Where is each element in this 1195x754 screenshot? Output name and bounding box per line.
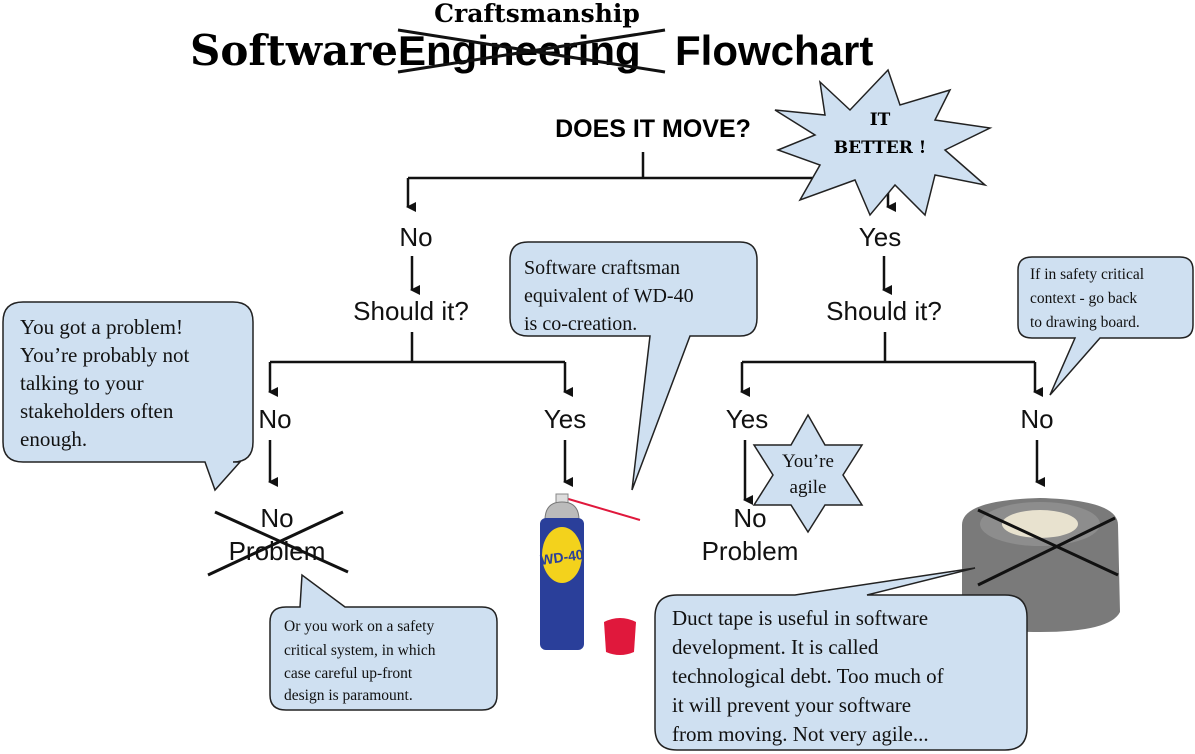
bubble-line: to drawing board. bbox=[1030, 314, 1140, 331]
right-answer-yes: Yes bbox=[859, 222, 901, 252]
bubble-line: development. It is called bbox=[672, 635, 879, 659]
svg-text:Software craftsman equiv: Software craftsman equivalent of WD-40 i… bbox=[524, 257, 699, 335]
starburst-line1: IT bbox=[870, 110, 891, 130]
wd40-can-image: WD-40 bbox=[539, 493, 641, 655]
left-no: No bbox=[258, 404, 291, 434]
bubble-line: is co-creation. bbox=[524, 313, 637, 335]
agile-line2: agile bbox=[790, 477, 827, 498]
strike-line bbox=[397, 28, 666, 74]
left-yes: Yes bbox=[544, 404, 586, 434]
bubble-line: talking to your bbox=[20, 371, 144, 395]
right-question: Should it? bbox=[826, 296, 942, 326]
svg-text:You got a problem! You’r: You got a problem! You’re probably not t… bbox=[20, 315, 195, 451]
bubble-line: stakeholders often bbox=[20, 399, 174, 423]
connector bbox=[270, 332, 565, 364]
right-no: No bbox=[1020, 404, 1053, 434]
bubble-line: technological debt. Too much of bbox=[672, 664, 944, 688]
title-flowchart: Flowchart bbox=[675, 27, 873, 74]
bubble-line: critical system, in which bbox=[284, 642, 436, 659]
right-result-line1: No bbox=[733, 503, 766, 533]
left-question: Should it? bbox=[353, 296, 469, 326]
bubble-line: If in safety critical bbox=[1030, 266, 1144, 283]
title-software: Software bbox=[190, 26, 398, 75]
bubble-line: Duct tape is useful in software bbox=[672, 606, 928, 630]
bubble-line: from moving. Not very agile... bbox=[672, 722, 929, 746]
agile-line1: You’re bbox=[782, 451, 834, 472]
wd40-label: WD-40 bbox=[539, 546, 585, 568]
bubble-line: You’re probably not bbox=[20, 343, 190, 367]
problem-speech-bubble: You got a problem! You’re probably not t… bbox=[2, 301, 254, 492]
connector bbox=[742, 332, 1035, 364]
bubble-line: enough. bbox=[20, 427, 87, 451]
it-better-starburst: IT BETTER ! bbox=[774, 68, 993, 217]
svg-text:Duct tape is useful in softwar: Duct tape is useful in software developm… bbox=[672, 606, 949, 746]
bubble-line: Software craftsman bbox=[524, 257, 680, 279]
root-question: DOES IT MOVE? bbox=[555, 115, 751, 143]
starburst-line2: BETTER ! bbox=[834, 138, 927, 158]
title-craftsmanship: Craftsmanship bbox=[434, 0, 640, 28]
title: Software Engineering Craftsmanship Flowc… bbox=[190, 0, 873, 75]
svg-text:Or you work on a safety: Or you work on a safety critical system,… bbox=[284, 618, 439, 704]
agile-star: You’re agile bbox=[752, 413, 864, 534]
left-answer-no: No bbox=[399, 222, 432, 252]
upfront-design-speech-bubble: Or you work on a safety critical system,… bbox=[269, 573, 498, 711]
bubble-line: it will prevent your software bbox=[672, 693, 911, 717]
connector bbox=[408, 152, 888, 180]
duct-tape-speech-bubble: Duct tape is useful in software developm… bbox=[654, 567, 1028, 751]
bubble-line: Or you work on a safety bbox=[284, 618, 434, 635]
right-result-line2: Problem bbox=[702, 536, 799, 566]
bubble-line: design is paramount. bbox=[284, 687, 413, 704]
cross-out bbox=[207, 510, 344, 577]
safety-speech-bubble: If in safety critical context - go back … bbox=[1017, 256, 1194, 396]
right-yes: Yes bbox=[726, 404, 768, 434]
wd40-speech-bubble: Software craftsman equivalent of WD-40 i… bbox=[509, 241, 758, 491]
bubble-line: equivalent of WD-40 bbox=[524, 285, 694, 307]
svg-text:If in safety critical co: If in safety critical context - go back … bbox=[1030, 266, 1148, 331]
bubble-line: context - go back bbox=[1030, 290, 1137, 307]
left-result-line1: No bbox=[260, 503, 293, 533]
bubble-line: case careful up-front bbox=[284, 665, 413, 682]
bubble-line: You got a problem! bbox=[20, 315, 183, 339]
